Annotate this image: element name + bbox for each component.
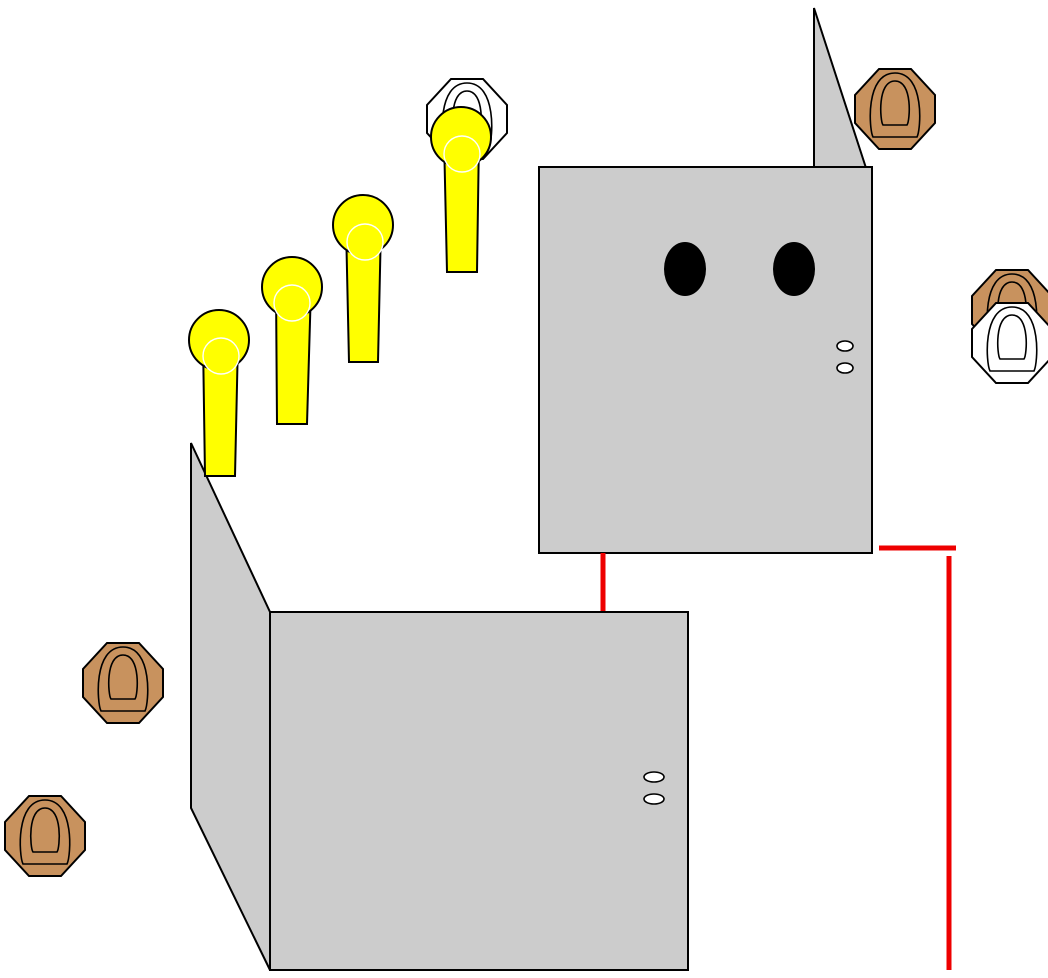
lower-enclosure-door-panel	[190, 442, 271, 971]
upper-enclosure-port-left	[664, 242, 706, 296]
octagon-target-icon	[854, 68, 936, 150]
upper-enclosure-latch-top	[836, 340, 854, 352]
lower-enclosure-body	[269, 611, 689, 971]
upper-enclosure-door-panel	[813, 7, 868, 169]
upper-enclosure-latch-bottom	[836, 362, 854, 374]
lower-enclosure-latch-top	[643, 771, 665, 783]
octagon-target-icon	[4, 795, 86, 877]
lower-left-enclosure	[190, 442, 689, 971]
yellow-pin-icon	[188, 309, 250, 477]
yellow-pin-icon	[430, 106, 492, 273]
octagon-target-icon	[82, 642, 164, 724]
yellow-pin-icon	[332, 194, 394, 363]
octagon-target-icon	[971, 302, 1048, 384]
upper-right-enclosure	[538, 7, 873, 554]
wall-lines	[600, 545, 956, 970]
lower-enclosure-latch-bottom	[643, 793, 665, 805]
upper-enclosure-body	[538, 166, 873, 554]
upper-enclosure-port-right	[773, 242, 815, 296]
yellow-pin-icon	[261, 256, 323, 425]
